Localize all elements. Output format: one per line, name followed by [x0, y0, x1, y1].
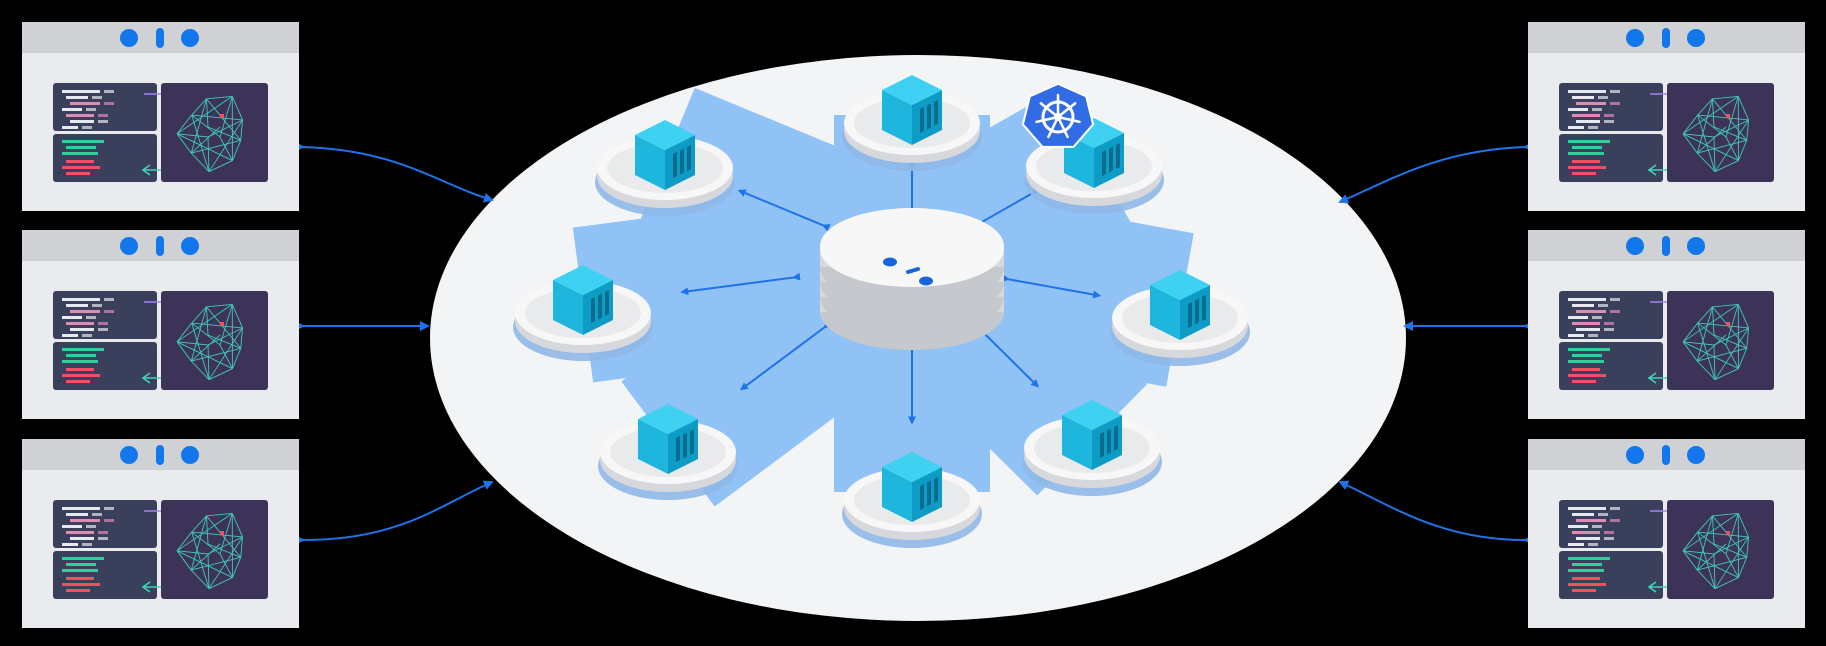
code-editor-icon — [1559, 500, 1663, 548]
terminal-output-icon — [53, 551, 157, 599]
client-panel-right-2 — [1528, 230, 1805, 419]
client-panel-left-3 — [22, 439, 299, 628]
container-cube-icon — [882, 75, 942, 145]
terminal-output-icon — [1559, 342, 1663, 390]
window-dot-icon — [120, 446, 138, 464]
code-editor-icon — [53, 291, 157, 339]
container-cube-icon — [553, 265, 613, 335]
container-node-right — [1110, 270, 1250, 366]
network-graph-icon — [161, 500, 268, 599]
container-node-bottom-right — [1022, 400, 1162, 496]
window-bar-icon — [1662, 28, 1670, 48]
window-bar-icon — [1662, 445, 1670, 465]
panel-cluster-arrow — [294, 141, 494, 203]
window-dot-icon — [181, 29, 199, 47]
container-node-top — [842, 75, 982, 171]
panel-cluster-arrow — [294, 480, 494, 546]
window-bar-icon — [1662, 236, 1670, 256]
terminal-output-icon — [53, 134, 157, 182]
network-graph-icon — [161, 291, 268, 390]
hub-node-arrow — [969, 318, 1040, 388]
window-dot-icon — [1626, 29, 1644, 47]
network-graph-icon — [1667, 291, 1774, 390]
code-editor-icon — [53, 500, 157, 548]
window-bar-icon — [156, 28, 164, 48]
container-nodes — [513, 75, 1250, 548]
hub-node-connectors — [680, 157, 1102, 425]
code-editor-icon — [53, 83, 157, 131]
panel-cluster-arrow — [1338, 141, 1534, 204]
container-node-bottom — [842, 452, 982, 548]
window-dot-icon — [181, 446, 199, 464]
network-graph-icon — [1667, 500, 1774, 599]
hub-node-arrow — [1001, 274, 1102, 299]
hub-node-arrow — [969, 188, 1041, 232]
window-dot-icon — [120, 29, 138, 47]
container-cube-icon — [1150, 270, 1210, 340]
hub-node-arrow — [739, 320, 832, 391]
window-dot-icon — [1687, 237, 1705, 255]
window-dot-icon — [1687, 29, 1705, 47]
container-cube-icon — [638, 404, 698, 474]
window-dot-icon — [1687, 446, 1705, 464]
terminal-output-icon — [53, 342, 157, 390]
code-editor-icon — [1559, 83, 1663, 131]
window-dot-icon — [1626, 446, 1644, 464]
window-bar-icon — [156, 236, 164, 256]
panel-cluster-connectors — [294, 141, 1534, 546]
container-cube-icon — [635, 120, 695, 190]
terminal-output-icon — [1559, 134, 1663, 182]
client-panel-right-1 — [1528, 22, 1805, 211]
client-panel-right-3 — [1528, 439, 1805, 628]
network-graph-icon — [161, 83, 268, 182]
network-graph-icon — [1667, 83, 1774, 182]
hub-node-arrow — [737, 189, 831, 232]
panel-cluster-arrow — [1338, 480, 1534, 546]
client-panels — [22, 22, 1805, 628]
kubernetes-helm-icon — [1021, 82, 1095, 148]
client-panel-left-1 — [22, 22, 299, 211]
window-dot-icon — [120, 237, 138, 255]
container-cube-icon — [882, 452, 942, 522]
hub-node-arrow — [680, 272, 801, 296]
database-stack-icon — [820, 208, 1004, 350]
container-node-left — [513, 265, 653, 361]
window-dot-icon — [181, 237, 199, 255]
container-node-top-left — [595, 120, 735, 216]
client-panel-left-2 — [22, 230, 299, 419]
window-dot-icon — [1626, 237, 1644, 255]
container-cube-icon — [1062, 400, 1122, 470]
container-node-bottom-left — [598, 404, 738, 500]
window-bar-icon — [156, 445, 164, 465]
terminal-output-icon — [1559, 551, 1663, 599]
code-editor-icon — [1559, 291, 1663, 339]
